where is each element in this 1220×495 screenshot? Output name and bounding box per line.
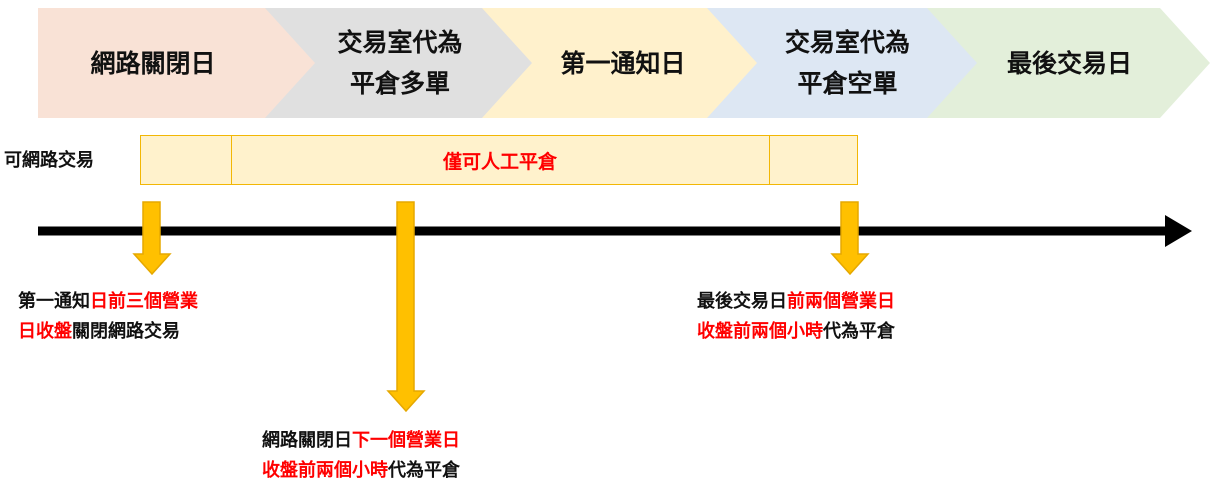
note-right-line1-red: 前兩個營業日 xyxy=(787,291,895,312)
stage-label-1: 網路關閉日 xyxy=(38,8,268,118)
note-left-line1-red: 日前三個營業 xyxy=(90,291,198,312)
note-left-line1-black: 第一通知 xyxy=(18,291,90,312)
note-right-line1: 最後交易日前兩個營業日 xyxy=(697,287,895,317)
stage-label-2: 交易室代為 平倉多單 xyxy=(300,8,500,118)
bar-segment-1 xyxy=(141,136,232,184)
down-arrow-middle xyxy=(386,201,426,413)
note-right-line2-black: 代為平倉 xyxy=(823,321,895,342)
timeline-arrowhead xyxy=(1165,215,1192,247)
stage-label-5: 最後交易日 xyxy=(962,8,1177,118)
stage-chevron-1 xyxy=(38,8,318,118)
down-arrow-left xyxy=(132,201,172,276)
stage-chevron-2 xyxy=(265,8,535,118)
stage-chevron-3 xyxy=(482,8,760,118)
stage-chevron-4 xyxy=(707,8,980,118)
note-right: 最後交易日前兩個營業日 收盤前兩個小時代為平倉 xyxy=(697,287,895,347)
stage-2-text-line2: 平倉多單 xyxy=(349,69,450,98)
note-middle-line2: 收盤前兩個小時代為平倉 xyxy=(262,456,460,486)
note-middle-line2-red: 收盤前兩個小時 xyxy=(262,460,388,481)
note-middle-line2-black: 代為平倉 xyxy=(388,460,460,481)
stage-5-text: 最後交易日 xyxy=(1006,48,1132,78)
bar-segment-2 xyxy=(232,136,770,184)
note-right-line1-black: 最後交易日 xyxy=(697,291,787,312)
manual-close-only-text: 僅可人工平倉 xyxy=(442,151,557,173)
stage-4-text-line2: 平倉空單 xyxy=(797,69,898,98)
note-left: 第一通知日前三個營業 日收盤關閉網路交易 xyxy=(18,287,198,347)
online-trading-label: 可網路交易 xyxy=(4,150,94,171)
note-middle-line1-black: 網路關閉日 xyxy=(262,430,352,451)
down-arrow-right xyxy=(830,201,870,276)
note-left-line2: 日收盤關閉網路交易 xyxy=(18,317,198,347)
stage-4-text-line1: 交易室代為 xyxy=(784,28,910,57)
note-middle-line1: 網路關閉日下一個營業日 xyxy=(262,426,460,456)
stage-2-text-line1: 交易室代為 xyxy=(337,28,463,57)
note-right-line2-red: 收盤前兩個小時 xyxy=(697,321,823,342)
stage-3-text: 第一通知日 xyxy=(560,48,686,78)
stage-1-text: 網路關閉日 xyxy=(90,48,216,78)
stage-chevron-5 xyxy=(927,8,1210,118)
note-middle: 網路關閉日下一個營業日 收盤前兩個小時代為平倉 xyxy=(262,426,460,486)
stage-label-4: 交易室代為 平倉空單 xyxy=(745,8,950,118)
stage-label-3: 第一通知日 xyxy=(518,8,728,118)
note-left-line1: 第一通知日前三個營業 xyxy=(18,287,198,317)
note-left-line2-red: 日收盤 xyxy=(18,321,72,342)
note-left-line2-black: 關閉網路交易 xyxy=(72,321,180,342)
manual-close-bar xyxy=(140,135,858,185)
note-right-line2: 收盤前兩個小時代為平倉 xyxy=(697,317,895,347)
note-middle-line1-red: 下一個營業日 xyxy=(352,430,460,451)
